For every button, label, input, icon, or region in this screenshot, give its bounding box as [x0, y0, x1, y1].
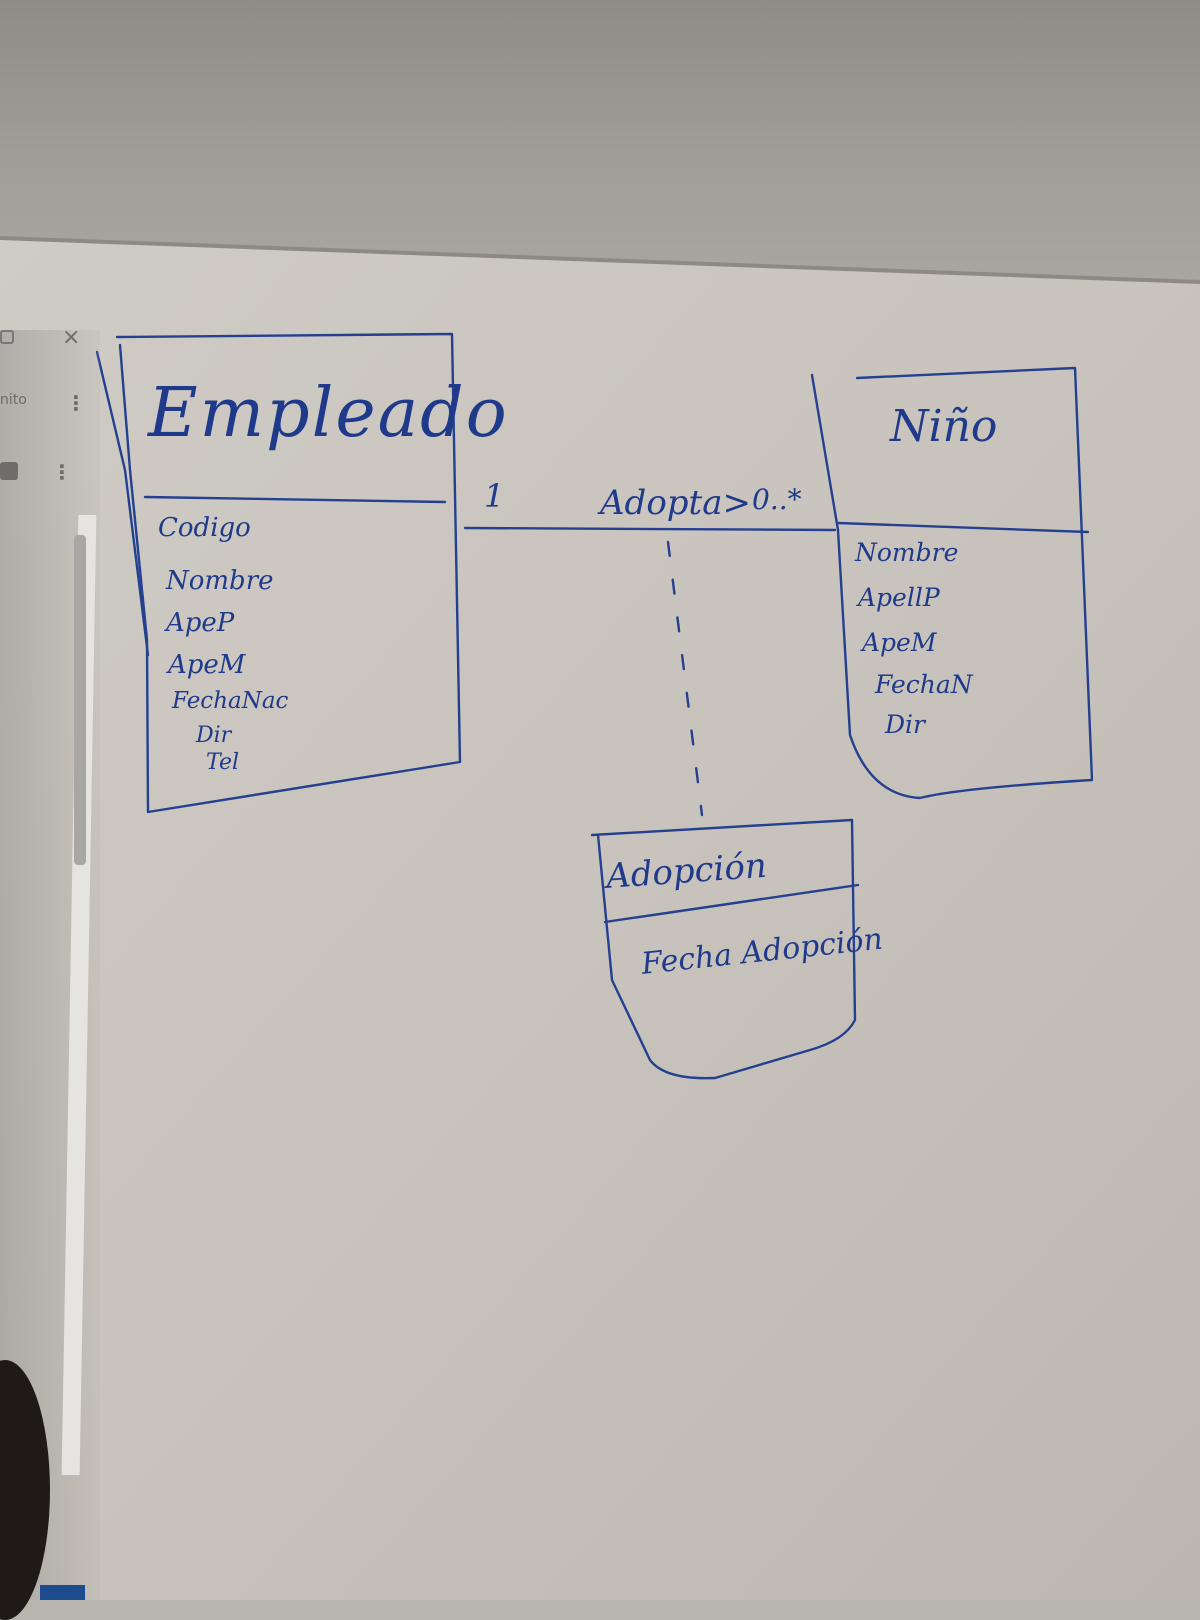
adopcion-divider-1 — [603, 883, 860, 924]
empleado-box-outline — [115, 332, 462, 814]
nino-attr-apellp: ApellP — [858, 583, 940, 612]
nino-attr-fechan: FechaN — [875, 670, 973, 699]
more-menu-icon: ⋮ — [66, 391, 86, 415]
empleado-box-left-stroke — [95, 350, 150, 657]
blue-object — [40, 1585, 85, 1600]
nino-attr-dir: Dir — [885, 710, 925, 739]
nino-divider — [836, 521, 1090, 534]
projected-profile-label: nito — [0, 392, 27, 408]
projected-scrollbar — [52, 515, 97, 1490]
empleado-attr-dir: Dir — [196, 723, 232, 748]
more-options-icon: ⋮ — [52, 460, 72, 484]
empleado-attr-fechanac: FechaNac — [172, 688, 289, 714]
empleado-attr-tel: Tel — [206, 750, 240, 775]
empleado-attr-apep: ApeP — [166, 608, 235, 638]
empleado-attr-apem: ApeM — [168, 650, 246, 680]
relationship-label: Adopta> — [600, 483, 751, 523]
association-class-link — [666, 540, 704, 817]
class-box-nino — [810, 366, 1094, 800]
adopcion-box-outline — [590, 818, 857, 1080]
class-box-adopcion — [590, 818, 860, 1080]
association-line — [463, 526, 837, 532]
multiplicity-right: 0..* — [752, 483, 802, 516]
nino-attr-apem: ApeM — [862, 628, 937, 657]
class-title-empleado: Empleado — [148, 374, 509, 453]
printer-icon — [0, 462, 18, 480]
nino-box-outline — [810, 366, 1094, 800]
empleado-attr-nombre: Nombre — [166, 566, 274, 596]
empleado-divider — [143, 495, 447, 504]
scrollbar-thumb — [74, 535, 86, 865]
multiplicity-left: 1 — [484, 477, 505, 515]
class-title-nino: Niño — [890, 401, 998, 452]
close-icon: × — [62, 325, 81, 350]
whiteboard-top-edge — [0, 236, 1200, 284]
class-box-empleado — [95, 332, 462, 814]
whiteboard-surface — [0, 238, 1200, 1600]
maximize-icon — [0, 330, 14, 344]
empleado-attr-codigo: Codigo — [158, 513, 251, 543]
nino-attr-nombre: Nombre — [855, 538, 959, 567]
class-title-adopcion: Adopción — [604, 845, 769, 897]
